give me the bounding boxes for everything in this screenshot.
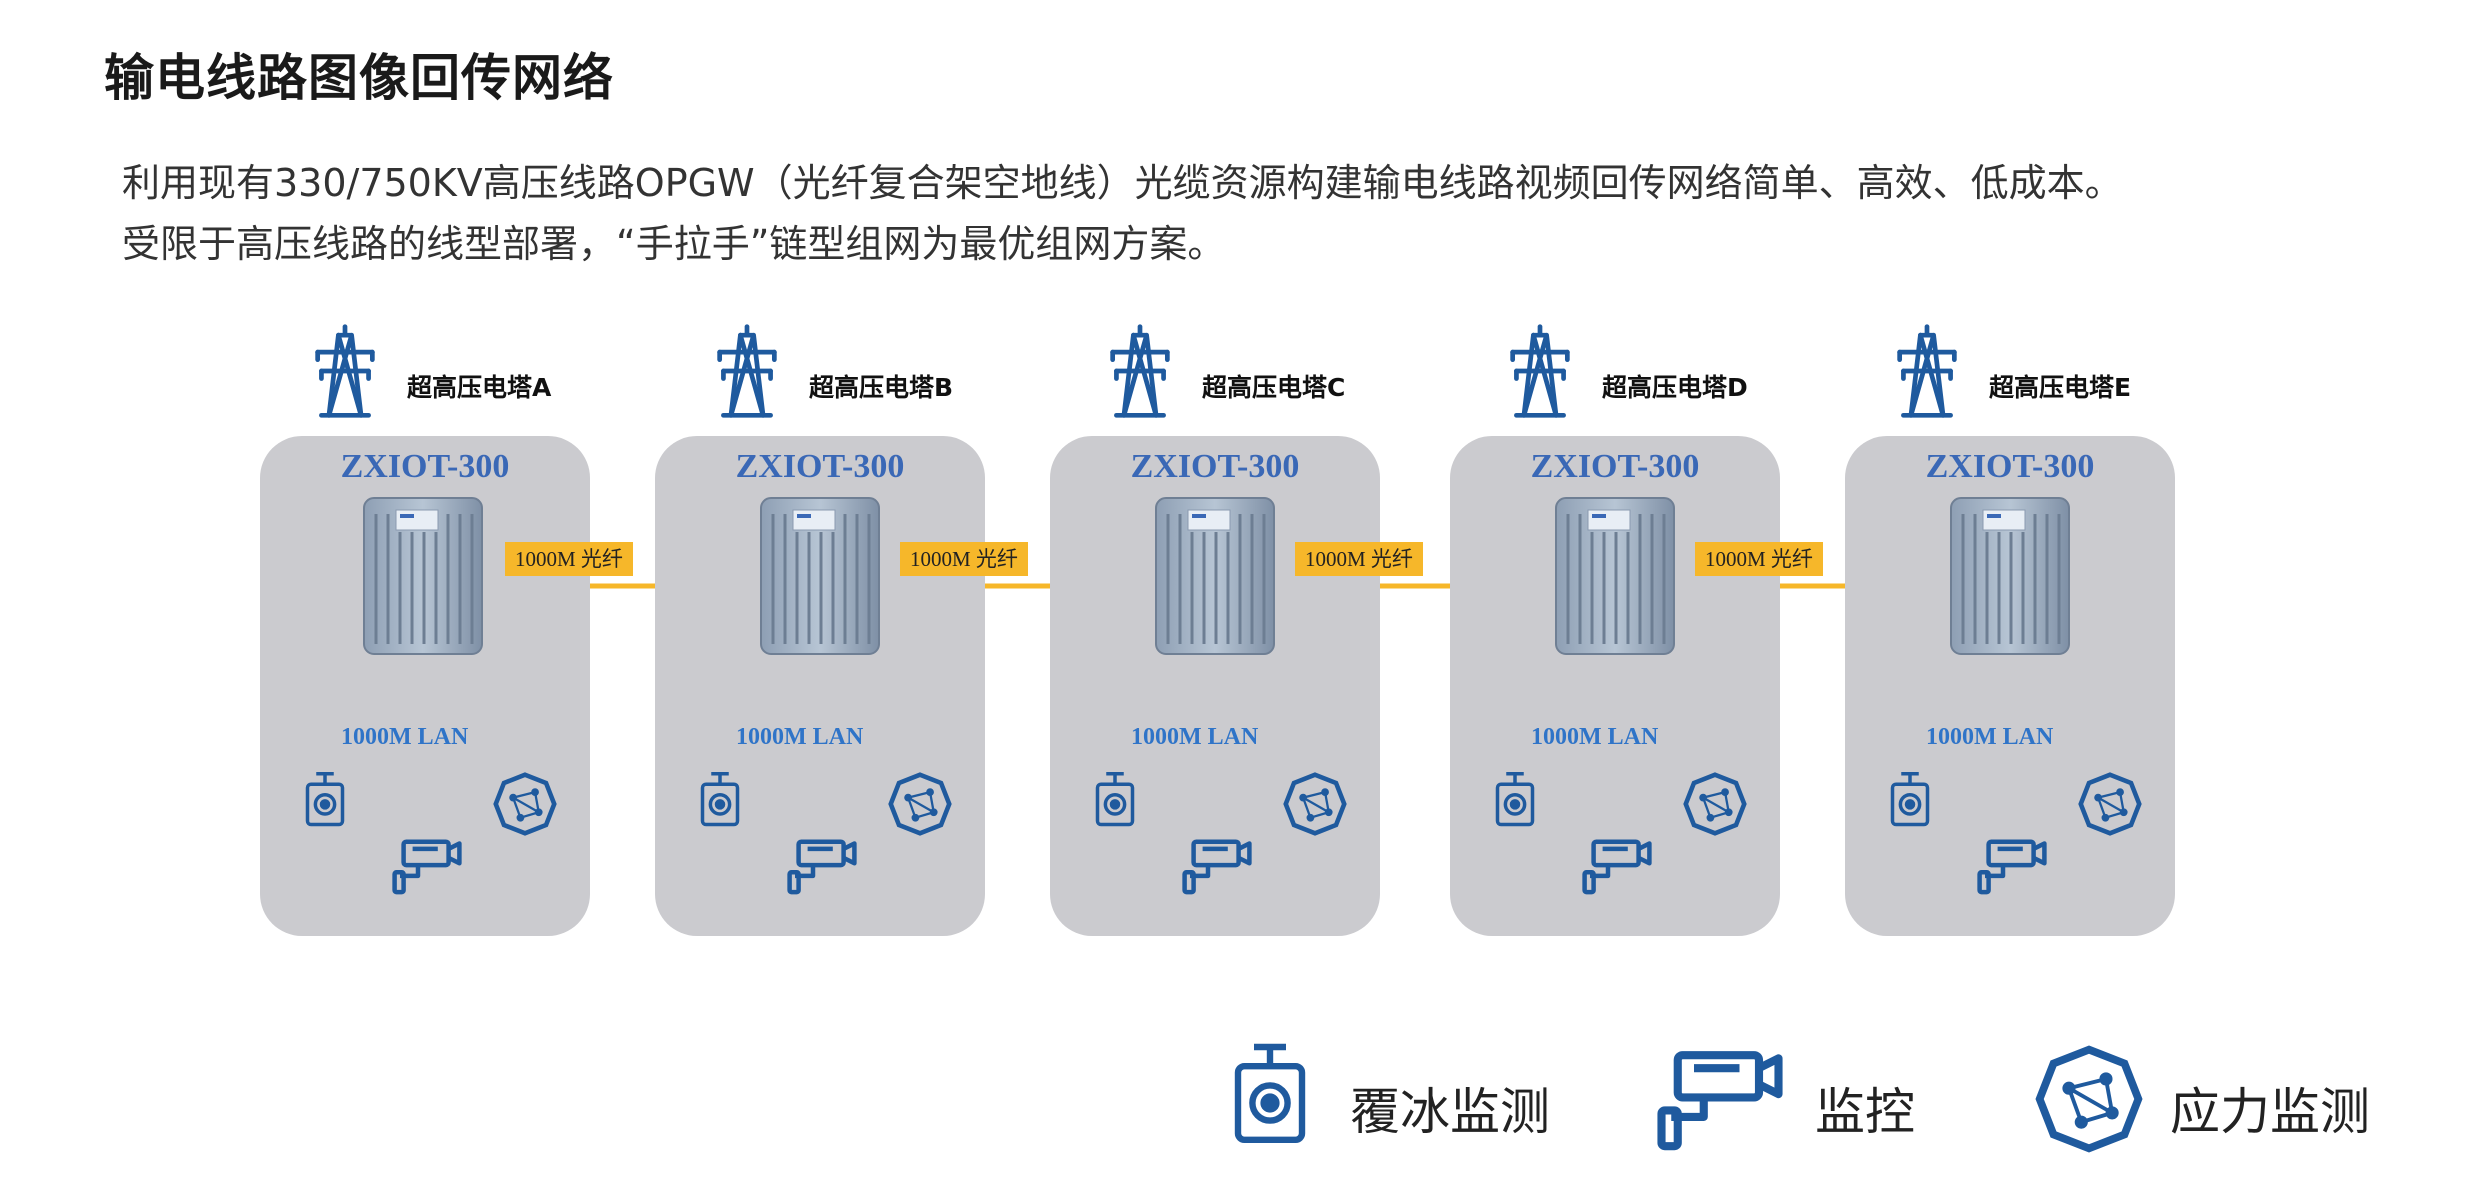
page-title: 输电线路图像回传网络: [104, 49, 614, 107]
camera-icon: [1977, 839, 2047, 895]
zxiot-device: [1155, 497, 1275, 655]
power-tower-icon: [1510, 324, 1570, 418]
power-tower-icon: [1897, 324, 1957, 418]
lan-label: 1000M LAN: [341, 724, 469, 750]
ice-sensor-icon: [1234, 1043, 1306, 1143]
description-line-1: 利用现有330/750KV高压线路OPGW（光纤复合架空地线）光缆资源构建输电线…: [122, 161, 2123, 205]
lan-label: 1000M LAN: [1531, 724, 1659, 750]
power-tower-icon: [717, 324, 777, 418]
legend-label: 监控: [1815, 1083, 1915, 1141]
stress-sensor-icon: [1283, 772, 1347, 836]
lan-label: 1000M LAN: [1926, 724, 2054, 750]
power-tower-icon: [1110, 324, 1170, 418]
ice-sensor-icon: [1890, 772, 1930, 827]
legend-label: 应力监测: [2170, 1083, 2370, 1141]
camera-icon: [1657, 1051, 1783, 1151]
device-model-label: ZXIOT-300: [735, 448, 905, 485]
stress-sensor-icon: [493, 772, 557, 836]
description-line-2: 受限于高压线路的线型部署，“手拉手”链型组网为最优组网方案。: [122, 222, 1226, 266]
camera-icon: [1182, 839, 1252, 895]
zxiot-device: [1555, 497, 1675, 655]
device-model-label: ZXIOT-300: [1130, 448, 1300, 485]
tower-label: 超高压电塔A: [407, 373, 552, 402]
camera-icon: [392, 839, 462, 895]
stress-sensor-icon: [2078, 772, 2142, 836]
zxiot-device: [1950, 497, 2070, 655]
device-model-label: ZXIOT-300: [1925, 448, 2095, 485]
fiber-link-label: 1000M 光纤: [900, 542, 1028, 576]
tower-label: 超高压电塔C: [1202, 373, 1346, 402]
fiber-link-label: 1000M 光纤: [505, 542, 633, 576]
camera-icon: [787, 839, 857, 895]
zxiot-device: [363, 497, 483, 655]
tower-label: 超高压电塔B: [809, 373, 954, 402]
ice-sensor-icon: [305, 772, 345, 827]
device-model-label: ZXIOT-300: [340, 448, 510, 485]
camera-icon: [1582, 839, 1652, 895]
stress-sensor-icon: [1683, 772, 1747, 836]
zxiot-device: [760, 497, 880, 655]
lan-label: 1000M LAN: [736, 724, 864, 750]
stress-sensor-icon: [888, 772, 952, 836]
fiber-link-label: 1000M 光纤: [1295, 542, 1423, 576]
legend-label: 覆冰监测: [1350, 1083, 1550, 1141]
ice-sensor-icon: [1095, 772, 1135, 827]
fiber-link-label: 1000M 光纤: [1695, 542, 1823, 576]
tower-label: 超高压电塔D: [1602, 373, 1748, 402]
tower-label: 超高压电塔E: [1989, 373, 2132, 402]
device-model-label: ZXIOT-300: [1530, 448, 1700, 485]
ice-sensor-icon: [1495, 772, 1535, 827]
ice-sensor-icon: [700, 772, 740, 827]
stress-sensor-icon: [2035, 1045, 2143, 1153]
lan-label: 1000M LAN: [1131, 724, 1259, 750]
power-tower-icon: [315, 324, 375, 418]
